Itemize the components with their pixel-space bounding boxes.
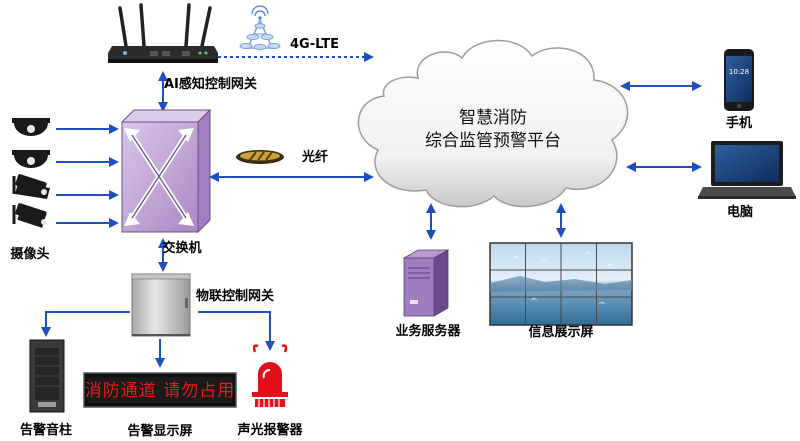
iot-to-siren-link [198,311,275,351]
fiber-optic-icon [236,150,284,164]
bullet-camera-icon [12,174,50,199]
cloud-title-line2: 综合监管预警平台 [425,131,561,151]
led-sign-icon [83,372,237,408]
led-message: 消防通道 请勿占用 [85,381,235,401]
switch-label: 交换机 [162,240,201,256]
cloud-title-line1: 智慧消防 [459,108,527,128]
smartphone-icon: 10:28 [724,49,754,111]
lte-label: 4G-LTE [290,37,339,52]
dome-camera-icon [12,118,50,136]
siren-icon [252,344,288,407]
iot-to-speaker-link [41,311,130,337]
router-icon [108,3,218,63]
network-switch-icon [120,108,212,234]
computer-label: 电脑 [727,204,753,220]
display-wall-label: 信息展示屏 [528,324,593,340]
alarm-display-label: 告警显示屏 [127,423,192,439]
connectors [41,52,702,368]
dome-camera-icon [12,150,50,168]
gateway-label: AI感知控制网关 [164,76,257,92]
camera-label: 摄像头 [10,246,49,262]
svg-text:10:28: 10:28 [729,68,749,76]
server-tower-icon [402,249,450,317]
bullet-camera-icon [12,203,47,228]
video-wall-icon [489,242,633,326]
cloud-icon [357,39,629,208]
speaker-column-icon [29,339,65,413]
server-label: 业务服务器 [395,323,461,339]
cell-tower-icon [239,5,281,51]
phone-label: 手机 [726,115,752,131]
control-cabinet-icon [131,273,191,337]
alarm-column-label: 告警音柱 [20,422,72,438]
laptop-icon [698,141,796,199]
strobe-alarm-label: 声光报警器 [236,422,303,438]
iot-gateway-label: 物联控制网关 [196,288,274,304]
fiber-label: 光纤 [301,149,328,165]
